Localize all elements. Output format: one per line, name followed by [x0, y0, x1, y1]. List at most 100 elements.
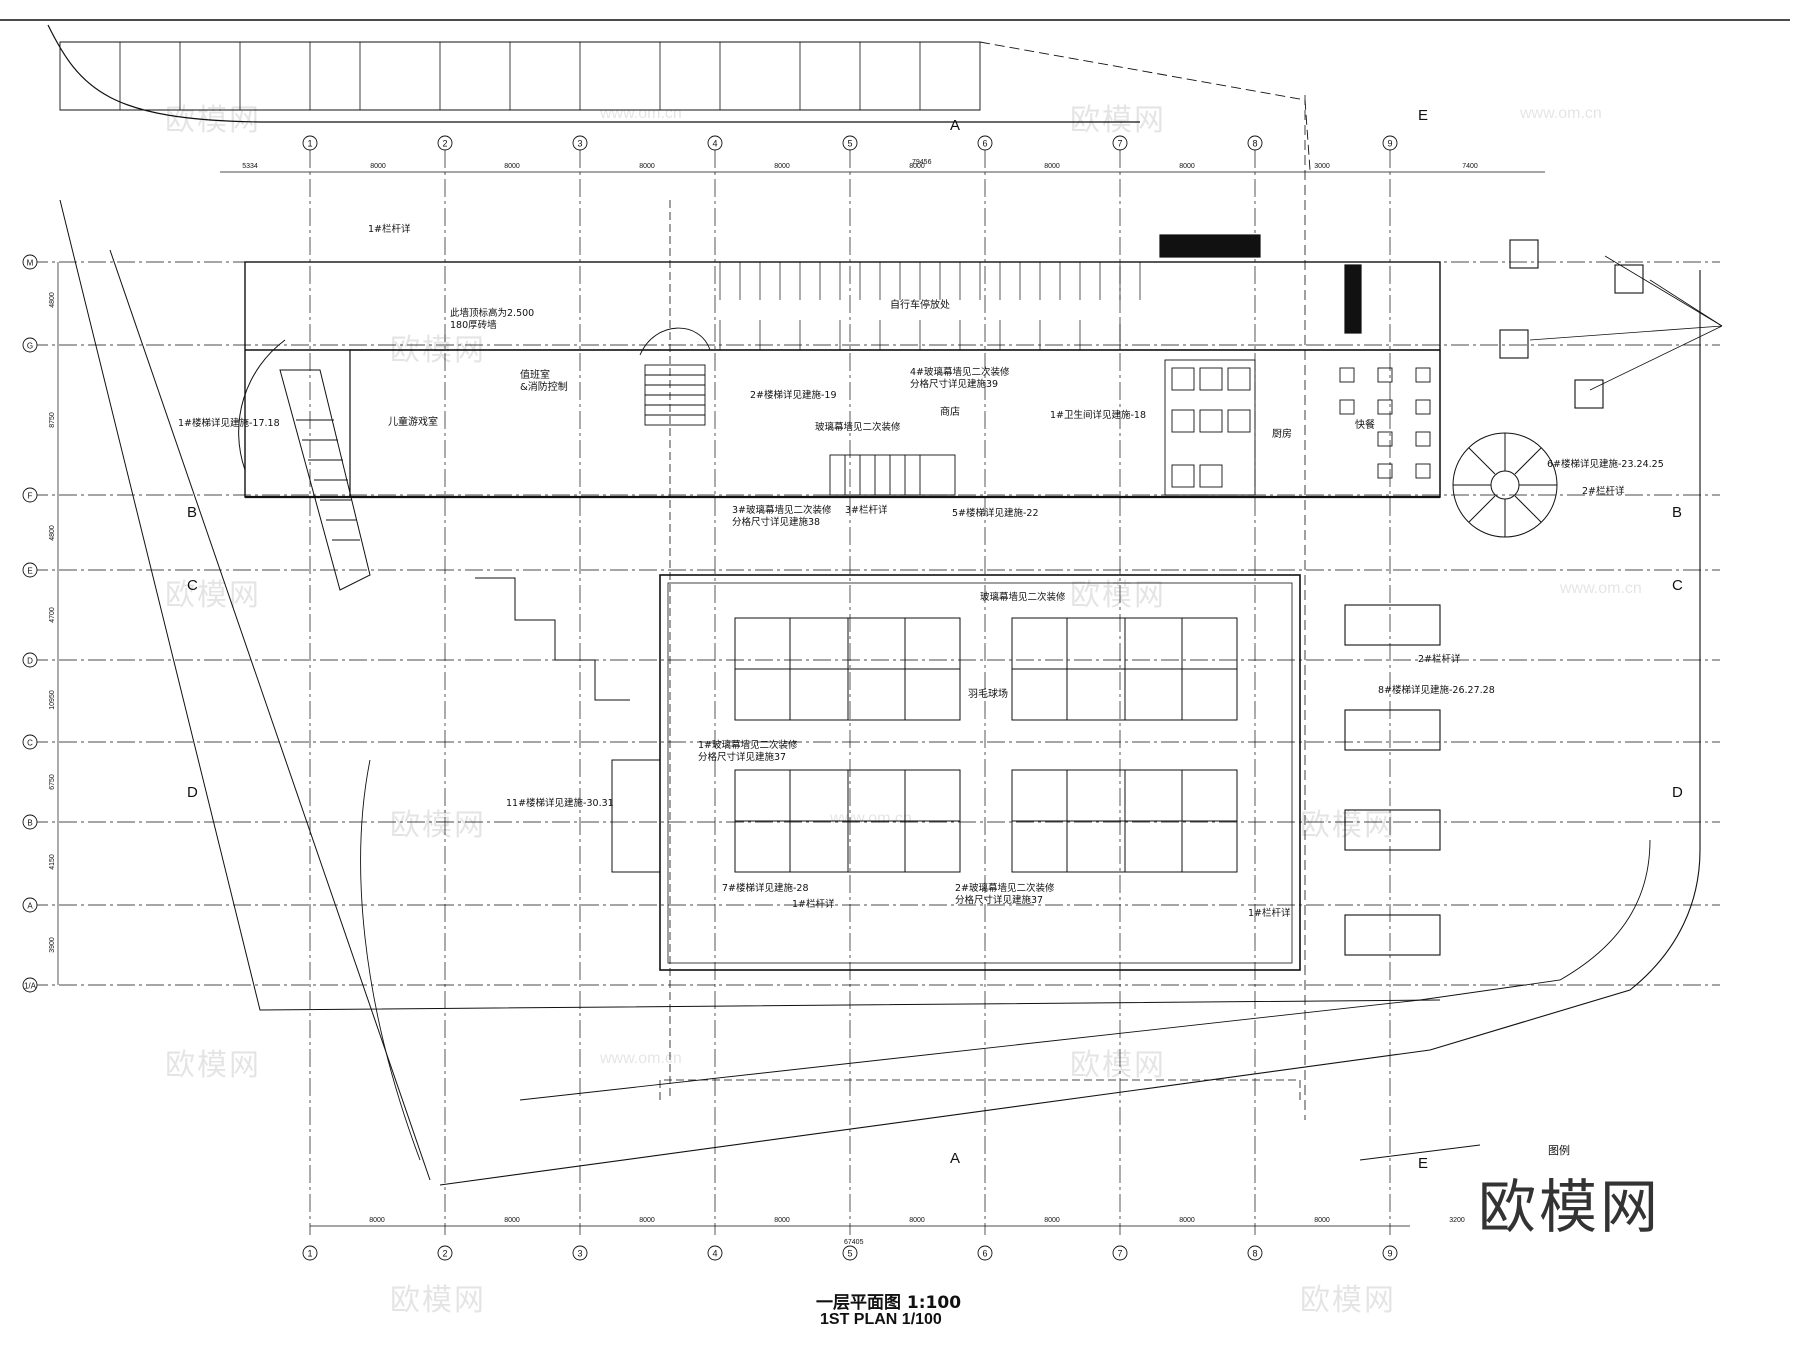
axis-bubble [22, 562, 38, 578]
axis-label-x: 2 [442, 1249, 447, 1259]
note-glass-4: 4#玻璃幕墙见二次装修分格尺寸详见建施39 [910, 366, 1010, 390]
axis-bubble [22, 254, 38, 270]
dimension-text-bottom: 8000 [639, 1217, 655, 1224]
note-toilet-1: 1#卫生间详见建施-18 [1050, 409, 1146, 421]
axis-label-x: 4 [712, 1249, 717, 1259]
axis-label-y: D [27, 657, 33, 666]
axis-bubble [707, 135, 723, 151]
axis-bubble [707, 1245, 723, 1261]
axis-label-x: 6 [982, 1249, 987, 1259]
dimension-text-left: 4700 [49, 607, 56, 623]
axis-bubble [22, 734, 38, 750]
axis-label-x: 8 [1252, 139, 1257, 149]
axis-bubble [1247, 1245, 1263, 1261]
note-stair-8: 8#楼梯详见建施-26.27.28 [1378, 684, 1495, 696]
dimension-text-top: 7400 [1462, 163, 1478, 170]
axis-label-x: 8 [1252, 1249, 1257, 1259]
note-glass-court: 玻璃幕墙见二次装修 [980, 591, 1066, 603]
axis-label-y: A [27, 902, 33, 911]
dimension-text-top: 8000 [370, 163, 386, 170]
axis-label-x: 6 [982, 139, 987, 149]
axis-bubble [977, 1245, 993, 1261]
section-mark-label: B [187, 504, 197, 521]
dimension-text-top: 8000 [1179, 163, 1195, 170]
dimension-text-left: 4800 [49, 525, 56, 541]
section-mark-label: D [1672, 784, 1683, 801]
dimension-text-bottom: 8000 [369, 1217, 385, 1224]
axis-bubble [22, 487, 38, 503]
dimension-text-bottom: 3200 [1449, 1217, 1465, 1224]
note-stair-11: 11#楼梯详见建施-30.31 [506, 797, 614, 809]
axis-bubble [572, 135, 588, 151]
note-railing-1-b: 1#栏杆详 [792, 898, 835, 910]
brand-logo-text: 欧模网 [1478, 1173, 1662, 1241]
axis-label-x: 5 [847, 139, 852, 149]
note-glass-1: 1#玻璃幕墙见二次装修分格尺寸详见建施37 [698, 739, 798, 763]
room-label-duty: 值班室&消防控制 [520, 368, 568, 393]
axis-label-y: F [28, 492, 33, 501]
axis-bubble [437, 1245, 453, 1261]
dimension-text-top: 3000 [1314, 163, 1330, 170]
section-mark-label: E [1418, 107, 1428, 124]
dimension-text-top: 8000 [1044, 163, 1060, 170]
room-label-bike: 自行车停放处 [890, 298, 950, 311]
axis-bubble [302, 1245, 318, 1261]
dimension-text-bottom: 8000 [909, 1217, 925, 1224]
dimension-text-top: 8000 [909, 163, 925, 170]
dimension-text-left: 6750 [49, 774, 56, 790]
axis-label-x: 1 [307, 1249, 312, 1259]
dimension-text-bottom: 8000 [504, 1217, 520, 1224]
section-mark-label: C [1672, 577, 1683, 594]
axis-label-x: 9 [1387, 139, 1392, 149]
dimension-text-bottom: 8000 [774, 1217, 790, 1224]
section-mark-label: A [950, 117, 960, 134]
axis-bubble [437, 135, 453, 151]
dimension-text-left: 8750 [49, 412, 56, 428]
room-label-badminton: 羽毛球场 [968, 687, 1008, 700]
axis-bubble [1382, 135, 1398, 151]
axis-label-y: E [27, 567, 32, 576]
section-mark-label: D [187, 784, 198, 801]
note-railing-2-top: 2#栏杆详 [1582, 485, 1625, 497]
dimension-text-left: 4800 [49, 292, 56, 308]
axis-label-x: 4 [712, 139, 717, 149]
dimension-text-top: 5334 [242, 163, 258, 170]
note-railing-3: 3#栏杆详 [845, 504, 888, 516]
axis-bubble [842, 1245, 858, 1261]
dimension-text-left: 4150 [49, 854, 56, 870]
axis-label-x: 9 [1387, 1249, 1392, 1259]
section-mark-label: E [1418, 1155, 1428, 1172]
dimension-text-left: 10950 [49, 690, 56, 710]
note-glass-3: 3#玻璃幕墙见二次装修分格尺寸详见建施38 [732, 504, 832, 528]
axis-label-x: 3 [577, 1249, 582, 1259]
section-mark-label: C [187, 577, 198, 594]
axis-bubble [22, 814, 38, 830]
note-stair-6: 6#楼梯详见建施-23.24.25 [1547, 458, 1664, 470]
dimension-text-top: 8000 [774, 163, 790, 170]
axis-label-x: 7 [1117, 139, 1122, 149]
axis-bubble [977, 135, 993, 151]
legend-title: 图例 [1548, 1144, 1570, 1157]
axis-label-y: 1/A [24, 982, 37, 991]
axis-label-x: 5 [847, 1249, 852, 1259]
dimension-total-top: 79456 [912, 159, 932, 166]
axis-label-x: 7 [1117, 1249, 1122, 1259]
room-label-shop: 商店 [940, 405, 960, 418]
dimension-text-bottom: 8000 [1314, 1217, 1330, 1224]
note-stair-1: 1#楼梯详见建施-17.18 [178, 417, 280, 429]
axis-bubble [842, 135, 858, 151]
axis-bubble [1247, 135, 1263, 151]
section-mark-label: B [1672, 504, 1682, 521]
note-railing-1: 1#栏杆详 [368, 223, 411, 235]
dimension-text-top: 8000 [639, 163, 655, 170]
axis-bubble [572, 1245, 588, 1261]
axis-label-y: B [27, 819, 32, 828]
note-stair-2: 2#楼梯详见建施-19 [750, 389, 837, 401]
axis-bubble [22, 652, 38, 668]
note-railing-1-c: 1#栏杆详 [1248, 907, 1291, 919]
dimension-text-bottom: 8000 [1179, 1217, 1195, 1224]
axis-label-x: 2 [442, 139, 447, 149]
dimension-text-left: 3900 [49, 937, 56, 953]
axis-bubble [1382, 1245, 1398, 1261]
axis-label-x: 1 [307, 139, 312, 149]
